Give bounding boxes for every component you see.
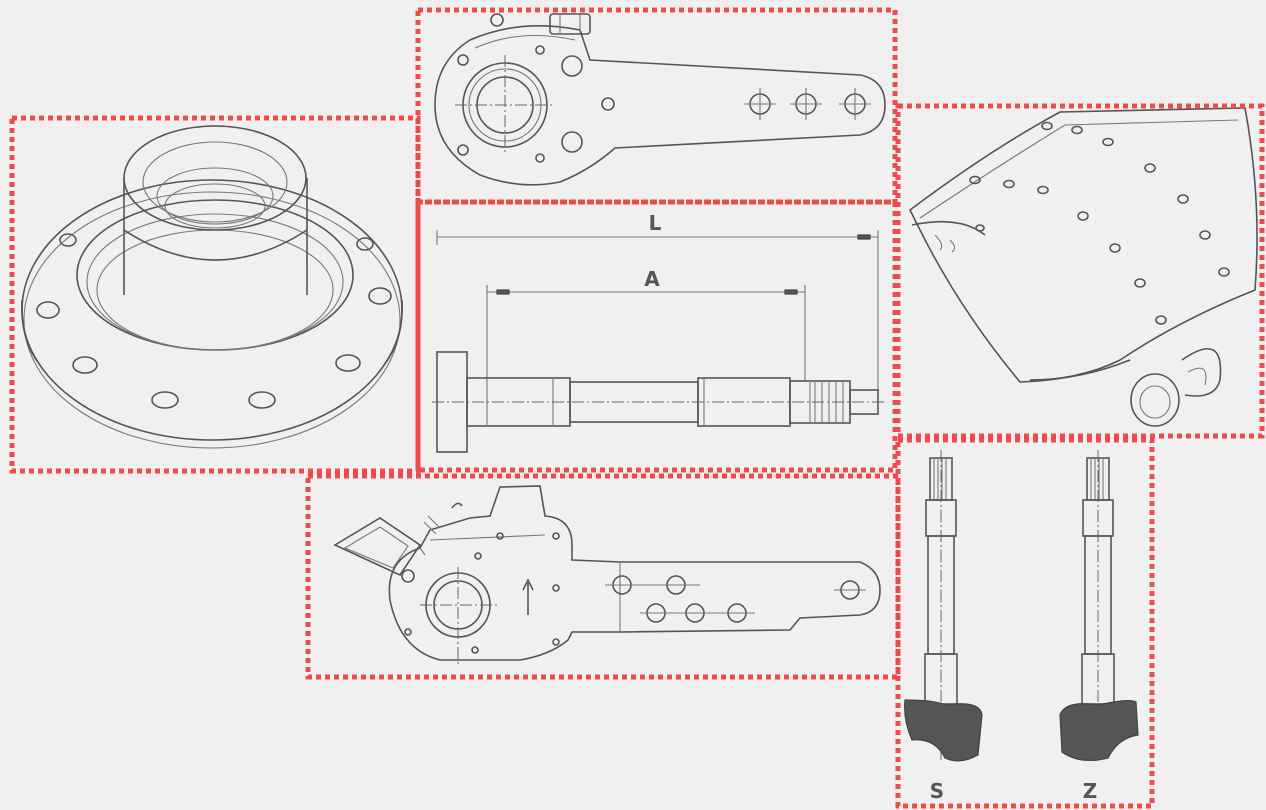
- dimension-label-a: A: [644, 267, 660, 291]
- frame-cams: [895, 437, 1155, 809]
- dimension-label-l: L: [649, 211, 662, 235]
- s-cam-label: S: [930, 779, 944, 803]
- wheel-hub-flange: [21, 125, 403, 449]
- slack-adjuster-manual: [434, 13, 886, 186]
- camshaft-dimension-drawing: L A: [432, 211, 885, 453]
- frame-auto-slack-adjuster: [305, 473, 901, 680]
- frame-slack-adjuster: [415, 7, 898, 205]
- frame-hub: [9, 115, 421, 474]
- frame-brake-shoe: [895, 103, 1265, 439]
- s-camshaft: S: [904, 450, 983, 803]
- z-cam-label: Z: [1083, 779, 1098, 803]
- frame-camshaft: [415, 199, 898, 473]
- brake-shoe-lining: [908, 107, 1258, 427]
- z-camshaft: Z: [1059, 450, 1139, 803]
- slack-adjuster-automatic: [333, 485, 881, 665]
